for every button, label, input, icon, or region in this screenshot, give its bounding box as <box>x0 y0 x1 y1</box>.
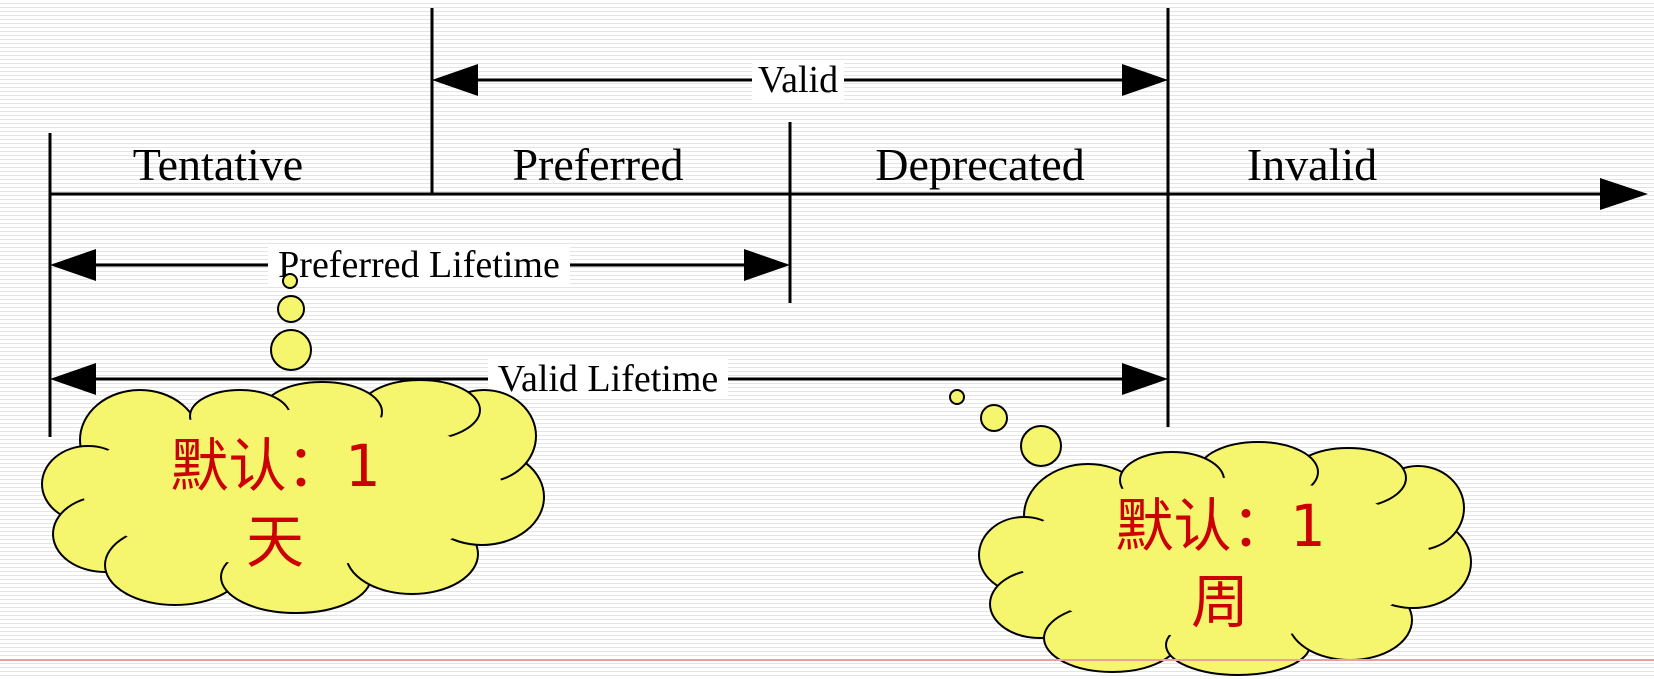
preferred-lifetime-left-arrowhead <box>50 249 96 281</box>
thought-bubble-small <box>282 273 298 289</box>
thought-bubble-large <box>1020 425 1062 467</box>
cloud-core <box>1020 478 1430 638</box>
valid-span-label-bg <box>752 60 844 100</box>
preferred-default-line2: 天 <box>246 508 304 576</box>
preferred-lifetime-arrow: Preferred Lifetime <box>50 244 790 286</box>
state-label-invalid: Invalid <box>1247 139 1377 190</box>
valid-lifetime-arrow: Valid Lifetime <box>50 358 1168 400</box>
state-label-preferred: Preferred <box>512 139 683 190</box>
valid-lifetime-right-arrowhead <box>1122 363 1168 395</box>
valid-default-line2: 周 <box>1191 568 1249 636</box>
valid-lifetime-label-bg <box>488 359 728 399</box>
valid-span-left-arrowhead <box>432 64 478 96</box>
thought-bubble-large <box>270 329 312 371</box>
valid-lifetime-left-arrowhead <box>50 363 96 395</box>
valid-default-cloud: 默认：1 周 <box>949 389 1472 676</box>
valid-span-label: Valid <box>758 59 838 101</box>
state-label-deprecated: Deprecated <box>875 139 1084 190</box>
cloud-core <box>82 410 502 566</box>
preferred-lifetime-label: Preferred Lifetime <box>278 244 560 286</box>
valid-default-line1: 默认：1 <box>1116 492 1325 560</box>
time-axis-arrowhead <box>1600 178 1648 210</box>
preferred-lifetime-right-arrowhead <box>744 249 790 281</box>
thought-bubble-medium <box>980 404 1008 432</box>
valid-lifetime-label: Valid Lifetime <box>498 358 719 400</box>
thought-bubble-medium <box>277 295 305 323</box>
state-label-tentative: Tentative <box>133 139 303 190</box>
valid-span-right-arrowhead <box>1122 64 1168 96</box>
preferred-default-cloud: 默认：1 天 <box>41 273 545 614</box>
preferred-lifetime-label-bg <box>268 245 570 285</box>
thought-bubble-small <box>949 389 965 405</box>
preferred-default-line1: 默认：1 <box>171 432 380 500</box>
valid-span-arrow: Valid <box>432 59 1168 101</box>
